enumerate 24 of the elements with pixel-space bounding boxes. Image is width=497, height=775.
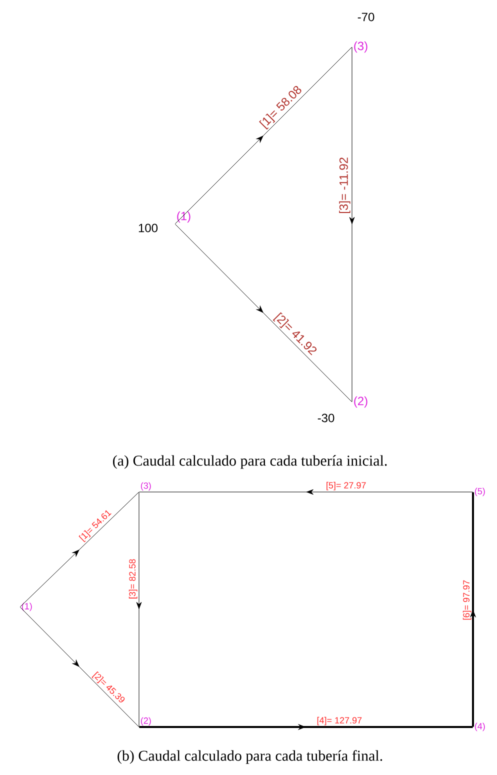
junction-label: (2) <box>140 717 151 726</box>
junction-label: (3) <box>354 41 368 53</box>
pipe-arrow <box>20 606 140 728</box>
junction-label: (5) <box>474 488 485 496</box>
pipe-arrow <box>174 46 352 224</box>
figure-caption: (a) Caudal calculado para cada tubería inicial. <box>113 455 387 469</box>
junction-label: (3) <box>140 482 151 491</box>
junction-label: (1) <box>22 602 32 612</box>
pipe-arrow <box>20 492 140 608</box>
junction-label: (4) <box>474 722 485 732</box>
junction-label: (2) <box>354 396 368 408</box>
flow-label: [4]= 127.97 <box>317 716 362 726</box>
figure-caption: (b) Caudal calculado para cada tubería final. <box>118 750 382 764</box>
pipe-arrow <box>138 489 474 495</box>
flow-label: [6]= 97.97 <box>462 580 472 620</box>
supply-value: -70 <box>358 12 374 22</box>
supply-value: 100 <box>138 224 158 232</box>
flow-label: [5]= 27.97 <box>326 482 366 490</box>
pipe-arrow <box>174 224 352 402</box>
flow-label: [3]= 82.58 <box>128 559 138 598</box>
flow-label: [3]= -11.92 <box>339 158 350 213</box>
supply-value: -30 <box>318 414 334 422</box>
pipe-arrow <box>136 492 142 728</box>
pipe-arrow <box>349 46 355 402</box>
